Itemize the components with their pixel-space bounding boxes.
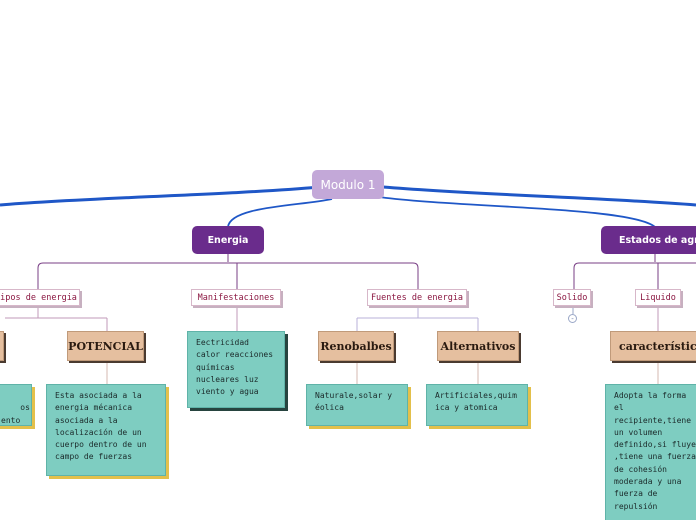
root-label: Modulo 1: [320, 177, 376, 192]
note-renovables[interactable]: Naturale,solar y éolica: [306, 384, 408, 426]
card-caracteristicas-label: características: [619, 339, 696, 353]
subtopic-solido-label: Solido: [556, 292, 588, 303]
note-caracteristicas-text: Adopta la forma el recipiente,tiene un v…: [614, 391, 696, 511]
card-potencial-label: POTENCIAL: [68, 339, 143, 353]
card-renovables[interactable]: Renobalbes: [318, 331, 394, 361]
subtopic-tipos-de-energia[interactable]: Tipos de energia: [0, 289, 80, 306]
root-node[interactable]: Modulo 1: [312, 170, 384, 199]
subtopic-liquido[interactable]: Liquido: [635, 289, 681, 306]
subtopic-manifestaciones-label: Manifestaciones: [197, 292, 275, 303]
note-renovables-text: Naturale,solar y éolica: [315, 391, 393, 413]
subtopic-manifestaciones[interactable]: Manifestaciones: [191, 289, 281, 306]
topic-estados-label: Estados de agre: [619, 234, 696, 246]
collapse-toggle-symbol: -: [571, 314, 574, 323]
note-caracteristicas[interactable]: Adopta la forma el recipiente,tiene un v…: [605, 384, 696, 520]
note-alternativos[interactable]: Artificiales,quim ica y atomica: [426, 384, 528, 426]
subtopic-tipos-label: Tipos de energia: [0, 292, 77, 303]
card-potencial[interactable]: POTENCIAL: [67, 331, 144, 361]
collapse-toggle[interactable]: -: [568, 314, 577, 323]
note-cinetica-partial-text: os ento: [1, 403, 30, 425]
subtopic-liquido-label: Liquido: [640, 292, 676, 303]
topic-estados-de-agregacion[interactable]: Estados de agre: [601, 226, 696, 254]
topic-energia-label: Energia: [207, 234, 249, 246]
note-potencial[interactable]: Esta asociada a la energia mécanica asoc…: [46, 384, 166, 476]
card-alternativos-label: Alternativos: [440, 339, 516, 353]
note-alternativos-text: Artificiales,quim ica y atomica: [435, 391, 517, 413]
subtopic-solido[interactable]: Solido: [553, 289, 591, 306]
card-alternativos[interactable]: Alternativos: [437, 331, 519, 361]
card-caracteristicas[interactable]: características: [610, 331, 696, 361]
note-potencial-text: Esta asociada a la energia mécanica asoc…: [55, 391, 147, 462]
note-cinetica-partial[interactable]: os ento: [0, 384, 32, 426]
card-cinetica-partial[interactable]: [0, 331, 4, 361]
note-manifestaciones[interactable]: Eectricidad calor reacciones químicas nu…: [187, 331, 285, 408]
card-renovables-label: Renobalbes: [320, 339, 392, 353]
note-manifestaciones-text: Eectricidad calor reacciones químicas nu…: [196, 338, 274, 397]
topic-energia[interactable]: Energia: [192, 226, 264, 254]
subtopic-fuentes-label: Fuentes de energia: [370, 292, 464, 303]
subtopic-fuentes-de-energia[interactable]: Fuentes de energia: [367, 289, 467, 306]
